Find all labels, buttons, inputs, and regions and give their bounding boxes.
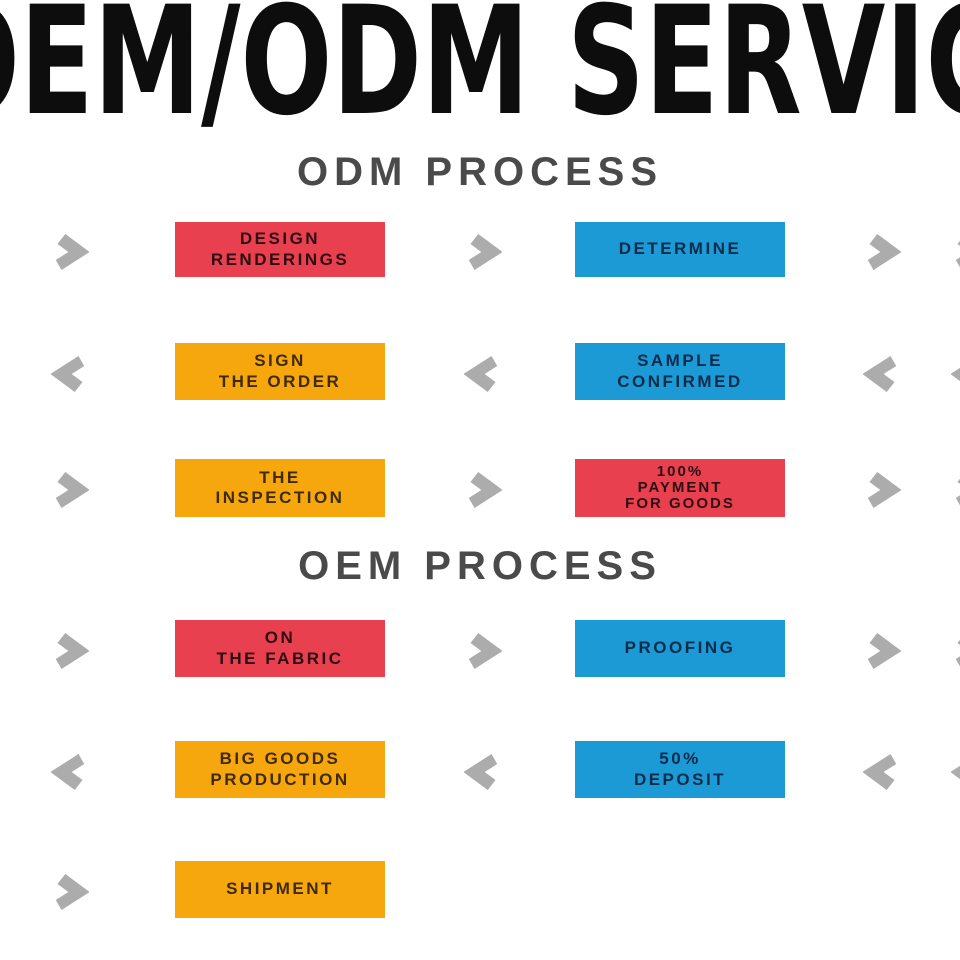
process-step-the-inspection: THE INSPECTION — [175, 459, 385, 517]
arrow-right-icon — [49, 232, 91, 272]
step-label: 50% DEPOSIT — [633, 749, 727, 789]
arrow-right-icon — [49, 470, 91, 510]
arrow-right-cut-icon — [949, 470, 960, 510]
step-label: PROOFING — [624, 638, 736, 658]
arrow-right-icon — [861, 631, 903, 671]
process-step-sample-confirmed: SAMPLE CONFIRMED — [575, 343, 785, 400]
process-step-proofing: PROOFING — [575, 620, 785, 677]
arrow-right-cut-icon — [949, 631, 960, 671]
process-step-determine: DETERMINE — [575, 222, 785, 277]
arrow-right-icon — [462, 470, 504, 510]
arrow-right-icon — [462, 232, 504, 272]
flow-row-odm-3: THE INSPECTION 100% PAYMENT FOR GOODS — [0, 459, 960, 517]
page-title: OEM/ODM SERVICE — [0, 0, 960, 149]
arrow-left-icon — [861, 354, 903, 394]
arrow-left-cut-icon — [949, 354, 960, 394]
step-label: DESIGN RENDERINGS — [210, 229, 350, 269]
flow-row-odm-1: DESIGN RENDERINGS DETERMINE — [0, 222, 960, 277]
step-label: ON THE FABRIC — [216, 628, 344, 668]
arrow-left-cut-icon — [949, 752, 960, 792]
step-label: BIG GOODS PRODUCTION — [210, 749, 350, 789]
step-label: SHIPMENT — [226, 879, 334, 899]
flow-row-oem-2: BIG GOODS PRODUCTION 50% DEPOSIT — [0, 741, 960, 798]
arrow-left-icon — [49, 752, 91, 792]
arrow-left-icon — [49, 354, 91, 394]
arrow-right-icon — [49, 631, 91, 671]
arrow-right-icon — [49, 872, 91, 912]
step-label: DETERMINE — [618, 239, 742, 259]
process-step-sign-the-order: SIGN THE ORDER — [175, 343, 385, 400]
odm-process-heading: ODM PROCESS — [296, 150, 664, 194]
arrow-left-icon — [462, 354, 504, 394]
process-step-design-renderings: DESIGN RENDERINGS — [175, 222, 385, 277]
arrow-left-icon — [462, 752, 504, 792]
arrow-left-icon — [861, 752, 903, 792]
flow-row-oem-1: ON THE FABRIC PROOFING — [0, 620, 960, 677]
arrow-right-icon — [462, 631, 504, 671]
step-label: SIGN THE ORDER — [218, 351, 342, 391]
step-label: 100% PAYMENT FOR GOODS — [625, 462, 735, 513]
flow-row-odm-2: SIGN THE ORDER SAMPLE CONFIRMED — [0, 343, 960, 400]
process-step-50-deposit: 50% DEPOSIT — [575, 741, 785, 798]
oem-process-heading: OEM PROCESS — [298, 544, 662, 588]
step-label: THE INSPECTION — [215, 467, 345, 507]
arrow-right-cut-icon — [949, 232, 960, 272]
process-step-on-the-fabric: ON THE FABRIC — [175, 620, 385, 677]
process-step-100-payment: 100% PAYMENT FOR GOODS — [575, 459, 785, 517]
arrow-right-icon — [861, 470, 903, 510]
flow-row-oem-3: SHIPMENT — [0, 861, 960, 918]
process-step-shipment: SHIPMENT — [175, 861, 385, 918]
step-label: SAMPLE CONFIRMED — [617, 351, 743, 391]
arrow-right-icon — [861, 232, 903, 272]
process-step-big-goods-production: BIG GOODS PRODUCTION — [175, 741, 385, 798]
